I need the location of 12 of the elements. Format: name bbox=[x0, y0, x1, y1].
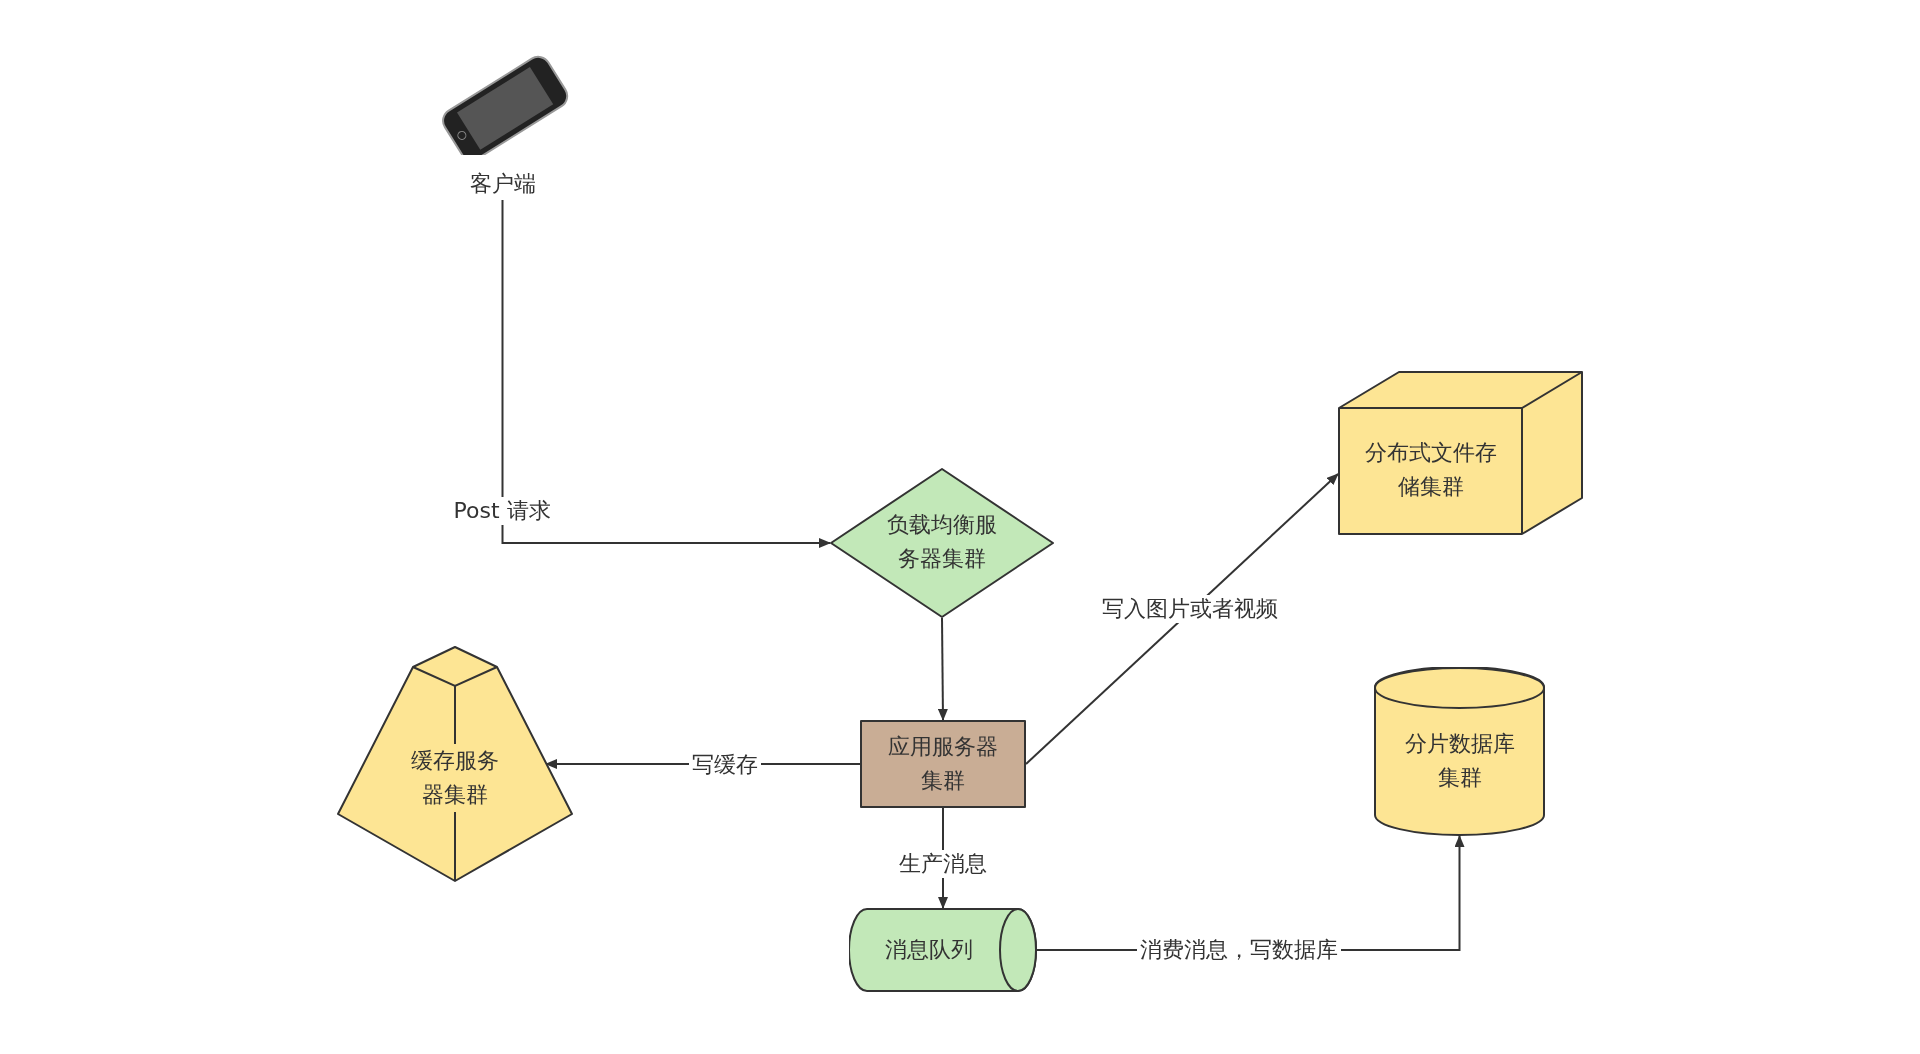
arrow bbox=[937, 617, 948, 721]
node-label: 客户端 bbox=[468, 170, 537, 198]
arrow bbox=[1025, 473, 1339, 765]
cube-shape: 分布式文件存储集群 bbox=[1338, 371, 1583, 535]
edge-label: 生产消息 bbox=[896, 850, 990, 878]
edge-label: 写入图片或者视频 bbox=[1099, 595, 1281, 623]
process-box: 应用服务器集群 bbox=[860, 720, 1026, 808]
database-cylinder: 分片数据库集群 bbox=[1374, 667, 1545, 836]
queue-cylinder: 消息队列 bbox=[849, 908, 1037, 992]
decision-diamond: 负载均衡服务器集群 bbox=[830, 468, 1054, 618]
pyramid-shape: 缓存服务器集群 bbox=[337, 646, 573, 882]
arrow bbox=[501, 199, 831, 548]
